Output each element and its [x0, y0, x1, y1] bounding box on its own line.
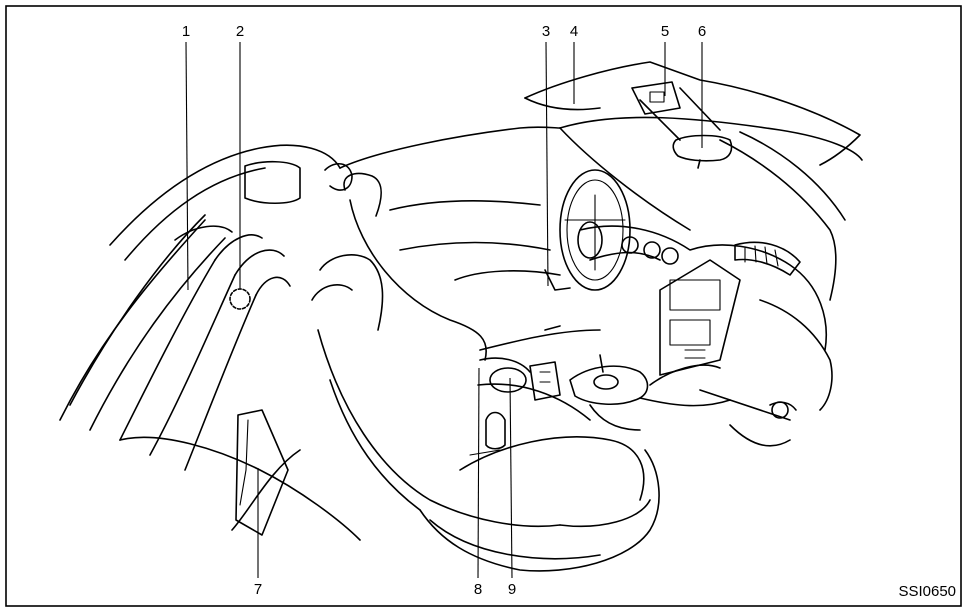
figure-border [6, 6, 961, 606]
callout-numbers: 1 2 3 4 5 6 7 8 9 [182, 23, 706, 598]
callout-9: 9 [508, 581, 516, 598]
callout-lines [186, 42, 702, 578]
callout-line-9 [510, 378, 512, 578]
callout-3: 3 [542, 23, 550, 40]
callout-4: 4 [570, 23, 578, 40]
callout-1: 1 [182, 23, 190, 40]
callout-2: 2 [236, 23, 244, 40]
callout-line-1 [186, 42, 188, 290]
figure-code: SSI0650 [898, 583, 956, 600]
callout-8: 8 [474, 581, 482, 598]
callout-5: 5 [661, 23, 669, 40]
interior-line-art [60, 62, 862, 571]
callout-7: 7 [254, 581, 262, 598]
callout-6: 6 [698, 23, 706, 40]
